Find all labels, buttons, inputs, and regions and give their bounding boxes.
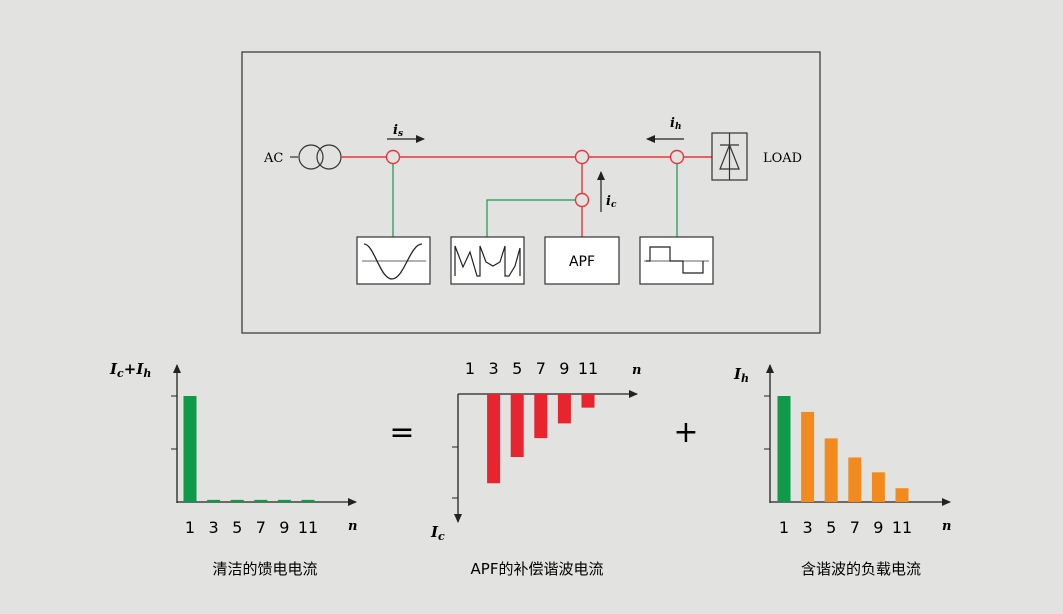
square-waveform-box [639,236,714,285]
chart-right-bar-9 [871,472,885,502]
chart-right-tick-label: 1 [779,518,789,537]
chart-right-bar-1 [777,396,791,502]
chart-right-caption: 含谐波的负载电流 [801,560,921,578]
chart-right-bar-5 [824,438,838,502]
circuit-frame [241,51,821,334]
chart-left-tick-label: 11 [298,518,318,537]
chart-left-bar-3 [207,499,221,502]
chart-left-tick-label: 9 [279,518,289,537]
circuit-diagram: AC is ih ic LO [241,51,821,334]
chart-middle-caption: APF的补偿谐波电流 [471,560,604,578]
chart-left-tick-label: 5 [232,518,242,537]
chart-middle-bar-5 [510,394,524,457]
chart-left-tick-label: 7 [256,518,266,537]
chart-left-bar-7 [254,499,268,502]
load-ct-sensor [669,149,685,165]
chart-right-bar-11 [895,488,909,502]
square-wave-icon [646,246,704,274]
distorted-wave-icon [454,245,521,277]
chart-middle-tick-label: 5 [512,359,522,378]
source-ct-sensor [385,149,401,165]
chart-right-tick-label: 7 [850,518,860,537]
chart-middle-tick-label: 3 [489,359,499,378]
apf-ct-sensor [574,192,590,208]
ih-label: ih [670,116,682,132]
ac-label: AC [263,151,283,166]
chart-right-bar-7 [848,457,862,502]
chart-right-tick-label: 3 [803,518,813,537]
chart-middle-ylabel: Ic [430,523,445,543]
chart-middle-xlabel: n [632,363,641,378]
load-rectifier-icon [711,132,748,181]
chart-right-bar-3 [801,411,815,502]
chart-left-xlabel: n [348,519,357,534]
chart-left-tick-label: 1 [185,518,195,537]
harmonic-waveform-box [450,236,525,285]
chart-middle-tick-label: 7 [536,359,546,378]
is-label: is [393,123,403,139]
transformer-icon [298,144,342,170]
chart-right-tick-label: 5 [826,518,836,537]
chart-right-tick-label: 9 [873,518,883,537]
chart-middle-bar-3 [487,394,501,484]
chart-middle-bar-9 [557,394,571,424]
node-ct-sensor [574,149,590,165]
chart-right-xlabel: n [942,519,951,534]
compensation-signal-line [486,199,576,237]
chart-left-bar-1 [183,396,197,502]
plus-sign: + [673,415,698,450]
ic-label: ic [606,194,617,210]
chart-middle-tick-label: 11 [578,359,598,378]
chart-right-ylabel: Ih [733,365,749,385]
chart-left-caption: 清洁的馈电电流 [212,560,317,578]
chart-right-tick-label: 11 [892,518,912,537]
chart-left-ylabel: Ic+Ih [109,360,151,380]
sine-waveform-box [356,236,431,285]
chart-middle-bar-11 [581,394,595,408]
chart-left-bar-9 [277,499,291,502]
sine-wave-icon [363,243,423,280]
chart-middle-tick-label: 9 [559,359,569,378]
chart-left-tick-label: 3 [209,518,219,537]
equals-sign: = [389,415,414,450]
chart-middle-bar-7 [534,394,548,439]
load-label: LOAD [763,151,802,166]
chart-left-bar-5 [230,499,244,502]
chart-middle-tick-label: 1 [465,359,475,378]
chart-left-bar-11 [301,499,315,502]
apf-label: APF [569,254,595,270]
apf-box: APF [544,236,620,285]
